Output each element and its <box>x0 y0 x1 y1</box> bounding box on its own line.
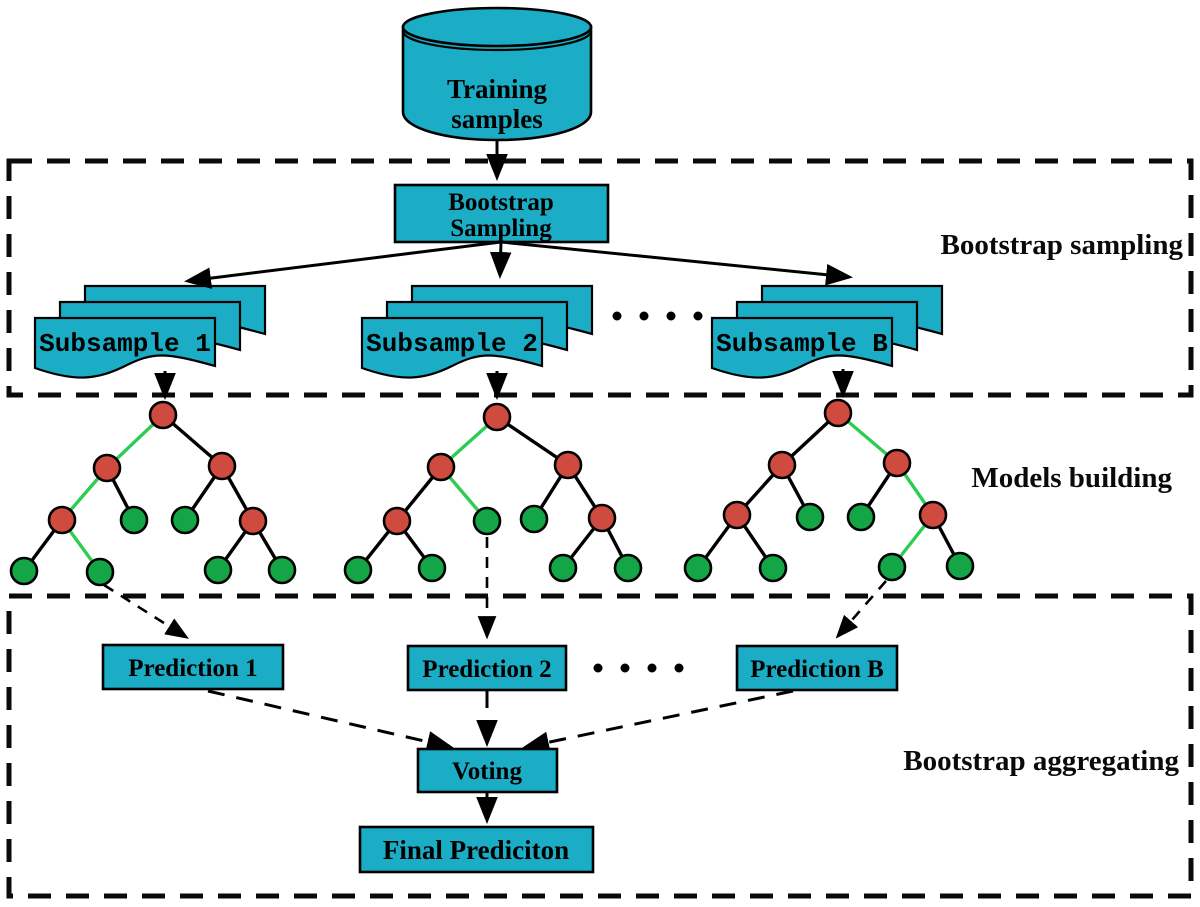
tree-node-leaf <box>170 505 200 535</box>
prediction-2-label: Prediction 2 <box>422 656 551 683</box>
bootstrap-sampling-box: Bootstrap Sampling <box>393 183 610 244</box>
decision-tree-2 <box>343 402 643 640</box>
training-samples-database: Training samples <box>401 6 593 142</box>
database-cylinder-rim <box>401 30 593 52</box>
final-prediction-box: Final Prediciton <box>358 825 595 874</box>
tree-node-leaf <box>203 555 233 585</box>
tree-node-internal <box>482 402 512 432</box>
tree-node-internal <box>148 400 178 430</box>
arrow-tree-to-prediction <box>103 583 189 639</box>
tree-node-internal <box>238 506 268 536</box>
tree-node-leaf <box>519 504 549 534</box>
voting-label: Voting <box>452 758 522 785</box>
tree-node-internal <box>918 500 948 530</box>
prediction-b-label: Prediction B <box>750 656 884 683</box>
tree-node-leaf <box>683 553 713 583</box>
database-label-line1: Training <box>447 74 548 104</box>
tree-node-internal <box>553 450 583 480</box>
tree-node-leaf <box>877 552 907 582</box>
subsample-stack-2: Subsample 2 <box>360 284 594 379</box>
arrow-bootstrap-to-subsample-1 <box>183 240 502 289</box>
subsample-1-label: Subsample 1 <box>39 329 211 359</box>
ellipsis-dots-subsamples <box>612 311 703 321</box>
document-shape <box>33 316 217 379</box>
voting-box: Voting <box>416 747 559 794</box>
tree-node-leaf <box>548 553 578 583</box>
tree-node-leaf <box>846 502 876 532</box>
tree-node-internal <box>426 452 456 482</box>
section-label-models-building: Models building <box>971 462 1172 494</box>
tree-node-internal <box>882 448 912 478</box>
tree-node-leaf <box>85 557 115 587</box>
prediction-2-box: Prediction 2 <box>406 644 568 692</box>
ellipsis-dots-predictions <box>593 663 684 673</box>
tree-node-internal <box>207 451 237 481</box>
decision-tree-1 <box>9 400 297 639</box>
tree-node-internal <box>767 450 797 480</box>
database-label-line2: samples <box>451 104 543 134</box>
decision-trees <box>9 398 975 640</box>
tree-node-internal <box>92 453 122 483</box>
prediction-b-box: Prediction B <box>735 644 899 692</box>
document-shape <box>710 316 894 379</box>
database-cylinder-body <box>401 25 593 142</box>
tree-node-leaf <box>472 506 502 536</box>
bootstrap-box-label-line1: Bootstrap <box>448 189 554 216</box>
tree-node-leaf <box>945 551 975 581</box>
tree-node-internal <box>382 506 412 536</box>
arrow-bootstrap-to-subsample-b <box>500 240 854 286</box>
arrow-prediction-1-to-voting <box>207 689 454 753</box>
bootstrap-box-label-line2: Sampling <box>450 215 552 242</box>
tree-node-leaf <box>119 505 149 535</box>
subsample-b-label: Subsample B <box>716 329 888 359</box>
tree-node-leaf <box>343 555 373 585</box>
final-prediction-label: Final Prediciton <box>383 835 569 865</box>
tree-node-leaf <box>758 553 788 583</box>
tree-node-internal <box>722 500 752 530</box>
section-label-bootstrap-aggregating: Bootstrap aggregating <box>903 745 1179 777</box>
bootstrap-sampling-region <box>6 158 1194 398</box>
decision-tree-3 <box>683 398 975 639</box>
tree-node-internal <box>47 505 77 535</box>
prediction-1-box: Prediction 1 <box>101 643 285 691</box>
subsample-stack-b: Subsample B <box>710 284 944 379</box>
tree-node-internal <box>587 503 617 533</box>
arrow-prediction-b-to-voting <box>522 689 794 753</box>
tree-node-leaf <box>613 553 643 583</box>
subsample-stack-1: Subsample 1 <box>33 284 267 379</box>
document-shape <box>360 316 544 379</box>
tree-node-leaf <box>9 556 39 586</box>
tree-node-internal <box>823 398 853 428</box>
tree-node-leaf <box>417 553 447 583</box>
subsample-2-label: Subsample 2 <box>366 329 538 359</box>
prediction-1-label: Prediction 1 <box>128 655 257 682</box>
arrow-tree-to-prediction <box>835 580 887 639</box>
section-label-bootstrap-sampling: Bootstrap sampling <box>940 229 1183 261</box>
database-cylinder-top <box>401 6 593 48</box>
bootstrap-aggregating-region <box>6 593 1194 899</box>
tree-node-leaf <box>795 502 825 532</box>
tree-node-leaf <box>267 555 297 585</box>
arrow-bootstrap-to-subsample-2 <box>489 241 512 280</box>
